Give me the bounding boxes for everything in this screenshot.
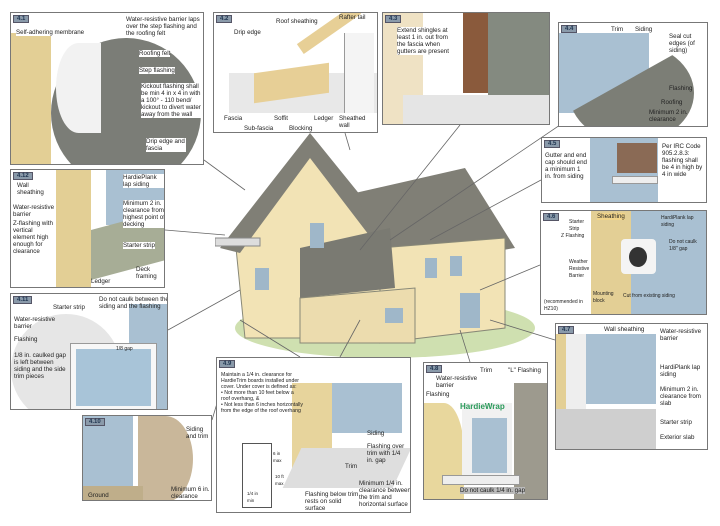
label: Water-resistive barrier <box>14 316 56 330</box>
label: Sheathed wall <box>339 115 366 129</box>
panel-4-12: 4.12 Wall sheathing Water-resistive barr… <box>10 169 165 288</box>
label: Self-adhering membrane <box>16 29 106 36</box>
panel-tag: 4.7 <box>558 326 575 334</box>
label: Flashing below trim rests on solid surfa… <box>305 491 359 512</box>
label: Water-resistive barrier <box>436 375 478 389</box>
panel-4-1: 4.1 Self-adhering membrane Water-resisti… <box>10 12 204 165</box>
label: Seal cut edges (of siding) <box>669 33 695 54</box>
panel-4-7: 4.7 Wall sheathing Water-resistive barri… <box>555 323 708 450</box>
label: Siding <box>367 430 385 437</box>
label: Deck framing <box>136 266 157 280</box>
label: Trim <box>345 463 358 470</box>
label: HardiPlank lap siding <box>660 364 701 378</box>
label: Roof sheathing <box>276 18 318 25</box>
label: Wall sheathing <box>17 182 44 196</box>
label: Minimum 2 in. clearance from highest poi… <box>123 200 165 228</box>
label: Per IRC Code 905.2.8.3: flashing shall b… <box>662 143 703 178</box>
panel-tag: 4.12 <box>13 172 33 180</box>
label: Minimum 1/4 in. clearance between the tr… <box>359 480 411 508</box>
panel-tag: 4.8 <box>426 365 443 373</box>
label: Step flashing <box>139 67 175 74</box>
label: Starter strip <box>660 419 692 426</box>
panel-4-4: 4.4 Trim Siding Seal cut edges (of sidin… <box>558 22 708 127</box>
label: Starter strip <box>53 304 85 311</box>
label: Gutter and end cap should end a minimum … <box>545 152 587 180</box>
panel-tag: 4.2 <box>216 15 233 23</box>
panel-4-9: 4.9 Maintain a 1/4 in. clearance for Har… <box>216 357 411 513</box>
label: HardiePlank lap siding <box>123 174 164 188</box>
label: Weather Resistive Barrier <box>569 259 590 279</box>
label: Blocking <box>289 125 313 132</box>
label: Exterior slab <box>660 434 695 441</box>
label: Fascia <box>224 115 243 122</box>
label: 1/4 in min <box>247 491 259 503</box>
label: Z Flashing <box>561 233 585 239</box>
label: Flashing <box>669 85 693 92</box>
panel-4-6: 4.6 Sheathing Starter Strip Z Flashing W… <box>540 210 707 315</box>
label: Water-resistive barrier <box>13 204 55 218</box>
label: Trim <box>480 367 493 374</box>
label: Trim <box>611 26 624 33</box>
label: Do not caulk 1/4 in. gap <box>460 487 526 494</box>
label: HardiPlank lap siding <box>661 215 694 228</box>
label: Kickout flashing shall be min 4 in x 4 i… <box>141 83 203 118</box>
label: Do not caulk 1/8" gap <box>669 239 697 252</box>
panel-4-3: 4.3 Extend shingles at least 1 in. out f… <box>382 12 550 125</box>
panel-tag: 4.6 <box>543 213 560 221</box>
label: Roofing felt <box>139 50 171 57</box>
panel-tag: 4.10 <box>85 418 105 426</box>
label: (recommended in HZ10) <box>544 299 583 312</box>
label: Water-resistive barrier <box>660 328 702 342</box>
hardiewrap-logo: HardieWrap <box>460 402 505 411</box>
panel-tag: 4.11 <box>13 296 33 304</box>
panel-tag: 4.5 <box>544 140 561 148</box>
label: Drip edge and fascia <box>146 138 186 152</box>
panel-4-8: 4.8 HardieWrap Trim "L" Flashing Water-r… <box>423 362 548 500</box>
panel-tag: 4.9 <box>219 360 236 368</box>
label: 1/8 in. caulked gap is left between sidi… <box>14 352 66 380</box>
panel-4-5: 4.5 Gutter and end cap should end a mini… <box>541 137 707 203</box>
label: Starter Strip <box>569 219 585 232</box>
panel-tag: 4.4 <box>561 25 578 33</box>
label: Sheathing <box>597 213 625 220</box>
label: Maintain a 1/4 in. clearance for HardieT… <box>221 372 303 414</box>
label: Minimum 6 in. clearance <box>171 486 210 500</box>
label: Rafter tail <box>339 14 366 21</box>
label: Siding and trim <box>186 426 209 440</box>
label: Flashing <box>14 336 38 343</box>
label: Z-flashing with vertical element high en… <box>13 220 53 255</box>
label: Minimum 2 in. clearance <box>649 109 688 123</box>
panel-4-11: 4.11 Starter strip Do not caulk between … <box>10 293 168 410</box>
panel-4-2: 4.2 Drip edge Roof sheathing Rafter tail… <box>213 12 378 133</box>
panel-4-10: 4.10 Siding and trim Minimum 6 in. clear… <box>82 415 212 501</box>
panel-tag: 4.1 <box>13 15 30 23</box>
label: 6 in max <box>273 451 282 463</box>
label: Do not caulk between the siding and the … <box>99 296 168 310</box>
label: 1/8 gap <box>116 346 133 352</box>
label: Minimum 2 in. clearance from slab <box>660 386 701 407</box>
label: Extend shingles at least 1 in. out from … <box>397 27 455 55</box>
label: Water-resistive barrier laps over the st… <box>126 16 203 37</box>
label: Ledger <box>91 278 111 285</box>
label: Soffit <box>274 115 288 122</box>
house-illustration <box>215 133 535 358</box>
label: Siding <box>635 26 653 33</box>
label: Sub-fascia <box>244 125 274 132</box>
label: 10 ft max <box>275 474 284 486</box>
label: Flashing over trim with 1/4 in. gap <box>367 443 405 464</box>
label: Mounting block <box>593 291 614 304</box>
label: Roofing <box>661 99 683 106</box>
label: Ledger <box>314 115 334 122</box>
label: Flashing <box>426 391 450 398</box>
label: Cut from existing siding <box>623 293 675 299</box>
label: Wall sheathing <box>604 326 645 333</box>
label: Ground <box>88 492 109 499</box>
label: Drip edge <box>234 29 261 36</box>
panel-tag: 4.3 <box>385 15 402 23</box>
label: Starter strip <box>123 242 155 249</box>
label: "L" Flashing <box>508 367 541 374</box>
